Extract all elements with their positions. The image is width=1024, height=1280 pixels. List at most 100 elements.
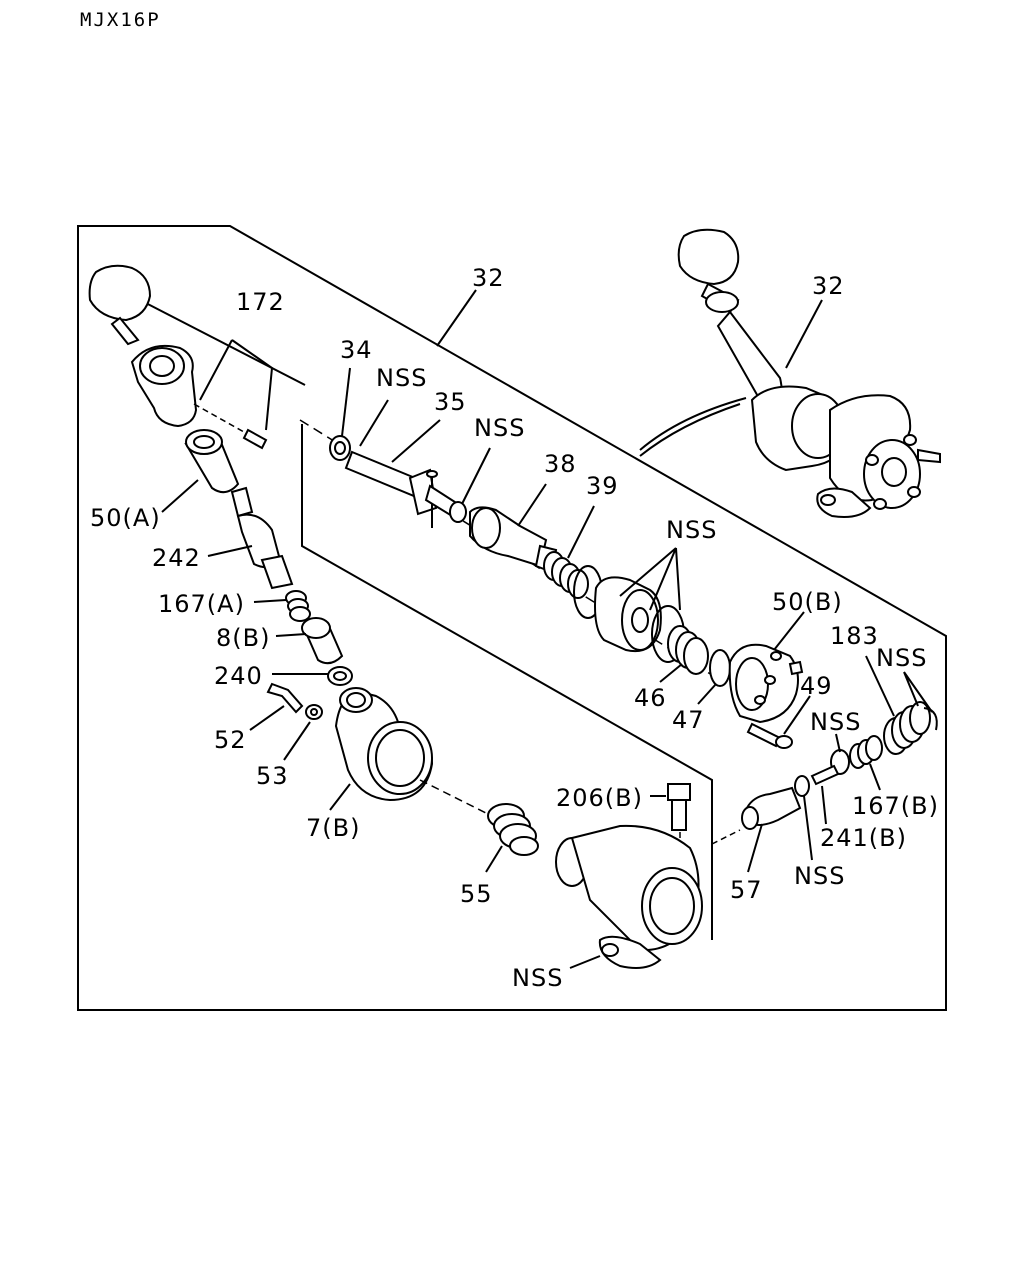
centerline-plug bbox=[711, 829, 741, 845]
lower-housing-nss bbox=[555, 824, 703, 969]
assembled-shift-lever bbox=[677, 228, 941, 518]
snap-ring-34 bbox=[329, 435, 351, 461]
leader-nss7 bbox=[569, 955, 601, 969]
valve-183 bbox=[883, 701, 931, 755]
callout-167b: 167(B) bbox=[852, 792, 939, 820]
leader-183 bbox=[865, 655, 895, 717]
leader-34 bbox=[341, 367, 351, 437]
bushing-50a bbox=[184, 429, 240, 494]
pin-172 bbox=[242, 428, 268, 450]
housing-7b bbox=[334, 687, 434, 802]
leader-167a bbox=[253, 599, 287, 603]
callout-nss-1: NSS bbox=[376, 364, 427, 392]
callout-53: 53 bbox=[256, 762, 289, 790]
callout-47: 47 bbox=[672, 706, 705, 734]
lever-socket bbox=[130, 344, 198, 428]
leader-50b bbox=[773, 611, 805, 651]
leader-nss1 bbox=[359, 399, 389, 447]
screw-241b bbox=[810, 764, 840, 786]
lever-frame bbox=[139, 299, 306, 386]
leader-nss3 bbox=[619, 547, 681, 611]
callout-38: 38 bbox=[544, 450, 577, 478]
shaft-242 bbox=[230, 486, 294, 590]
callout-50b: 50(B) bbox=[772, 588, 843, 616]
callout-34: 34 bbox=[340, 336, 373, 364]
washer-53 bbox=[305, 704, 323, 720]
leader-167b bbox=[869, 763, 881, 791]
leader-46 bbox=[659, 663, 683, 683]
callout-50a: 50(A) bbox=[90, 504, 161, 532]
leader-nss4 bbox=[903, 671, 933, 713]
callout-49: 49 bbox=[800, 672, 833, 700]
shaft-35 bbox=[344, 450, 460, 528]
washer-nss bbox=[794, 775, 810, 797]
shift-knob-left bbox=[88, 264, 152, 346]
spring-167b bbox=[849, 735, 883, 769]
spring-167a bbox=[285, 590, 311, 622]
plug-57 bbox=[741, 786, 802, 830]
leader-55 bbox=[485, 845, 503, 873]
boot-38 bbox=[469, 506, 558, 574]
leader-242 bbox=[207, 545, 253, 557]
ring-240 bbox=[327, 666, 353, 686]
cover-50b bbox=[728, 643, 804, 724]
spring-46 bbox=[667, 625, 709, 675]
assembly-arrow bbox=[639, 397, 747, 451]
bolt-52 bbox=[266, 682, 304, 714]
leader-39 bbox=[567, 505, 595, 559]
leader-38 bbox=[517, 483, 547, 527]
callout-55: 55 bbox=[460, 880, 493, 908]
leader-nss5 bbox=[835, 733, 841, 753]
bolt-206b bbox=[667, 783, 691, 831]
bearing-nss bbox=[449, 501, 467, 523]
callout-39: 39 bbox=[586, 472, 619, 500]
callout-52: 52 bbox=[214, 726, 247, 754]
callout-57: 57 bbox=[730, 876, 763, 904]
leader-241b bbox=[821, 785, 827, 825]
callout-240: 240 bbox=[214, 662, 263, 690]
assembly-frame bbox=[77, 225, 947, 1011]
callout-172: 172 bbox=[236, 288, 285, 316]
centerline-housing bbox=[419, 779, 493, 817]
callout-nss-2: NSS bbox=[474, 414, 525, 442]
callout-nss-6: NSS bbox=[794, 862, 845, 890]
callout-nss-4: NSS bbox=[876, 644, 927, 672]
leader-7b bbox=[329, 783, 351, 811]
callout-32-inset: 32 bbox=[812, 272, 845, 300]
callout-32-main: 32 bbox=[472, 264, 505, 292]
leader-nss2 bbox=[461, 447, 491, 505]
leader-35 bbox=[391, 419, 441, 463]
leader-57 bbox=[747, 823, 763, 873]
callout-167a: 167(A) bbox=[158, 590, 245, 618]
callout-242: 242 bbox=[152, 544, 201, 572]
piston-nss bbox=[594, 576, 662, 652]
leader-nss6 bbox=[803, 795, 813, 861]
leader-49 bbox=[783, 695, 811, 735]
callout-183: 183 bbox=[830, 622, 879, 650]
leader-32-main bbox=[436, 289, 477, 347]
callout-241b: 241(B) bbox=[820, 824, 907, 852]
leader-172 bbox=[199, 339, 274, 431]
figure-code: MJX16P bbox=[80, 9, 161, 31]
gasket-47 bbox=[709, 649, 731, 687]
screw-49 bbox=[746, 722, 793, 749]
leader-50a bbox=[161, 479, 199, 513]
spring-39 bbox=[543, 551, 589, 599]
callout-46: 46 bbox=[634, 684, 667, 712]
callout-nss-7: NSS bbox=[512, 964, 563, 992]
leader-53 bbox=[283, 721, 311, 761]
leader-47 bbox=[697, 683, 717, 705]
centerline-pin bbox=[193, 403, 245, 433]
callout-8b: 8(B) bbox=[216, 624, 270, 652]
assembly-arrow-edge bbox=[639, 403, 741, 457]
callout-206b: 206(B) bbox=[556, 784, 643, 812]
leader-32-inset bbox=[785, 299, 823, 369]
subassembly-frame bbox=[301, 424, 713, 940]
callout-35: 35 bbox=[434, 388, 467, 416]
callout-nss-3: NSS bbox=[666, 516, 717, 544]
leader-8b bbox=[275, 633, 307, 637]
sleeve-8b bbox=[301, 617, 344, 665]
spring-55 bbox=[487, 803, 539, 856]
leader-52 bbox=[249, 705, 285, 731]
